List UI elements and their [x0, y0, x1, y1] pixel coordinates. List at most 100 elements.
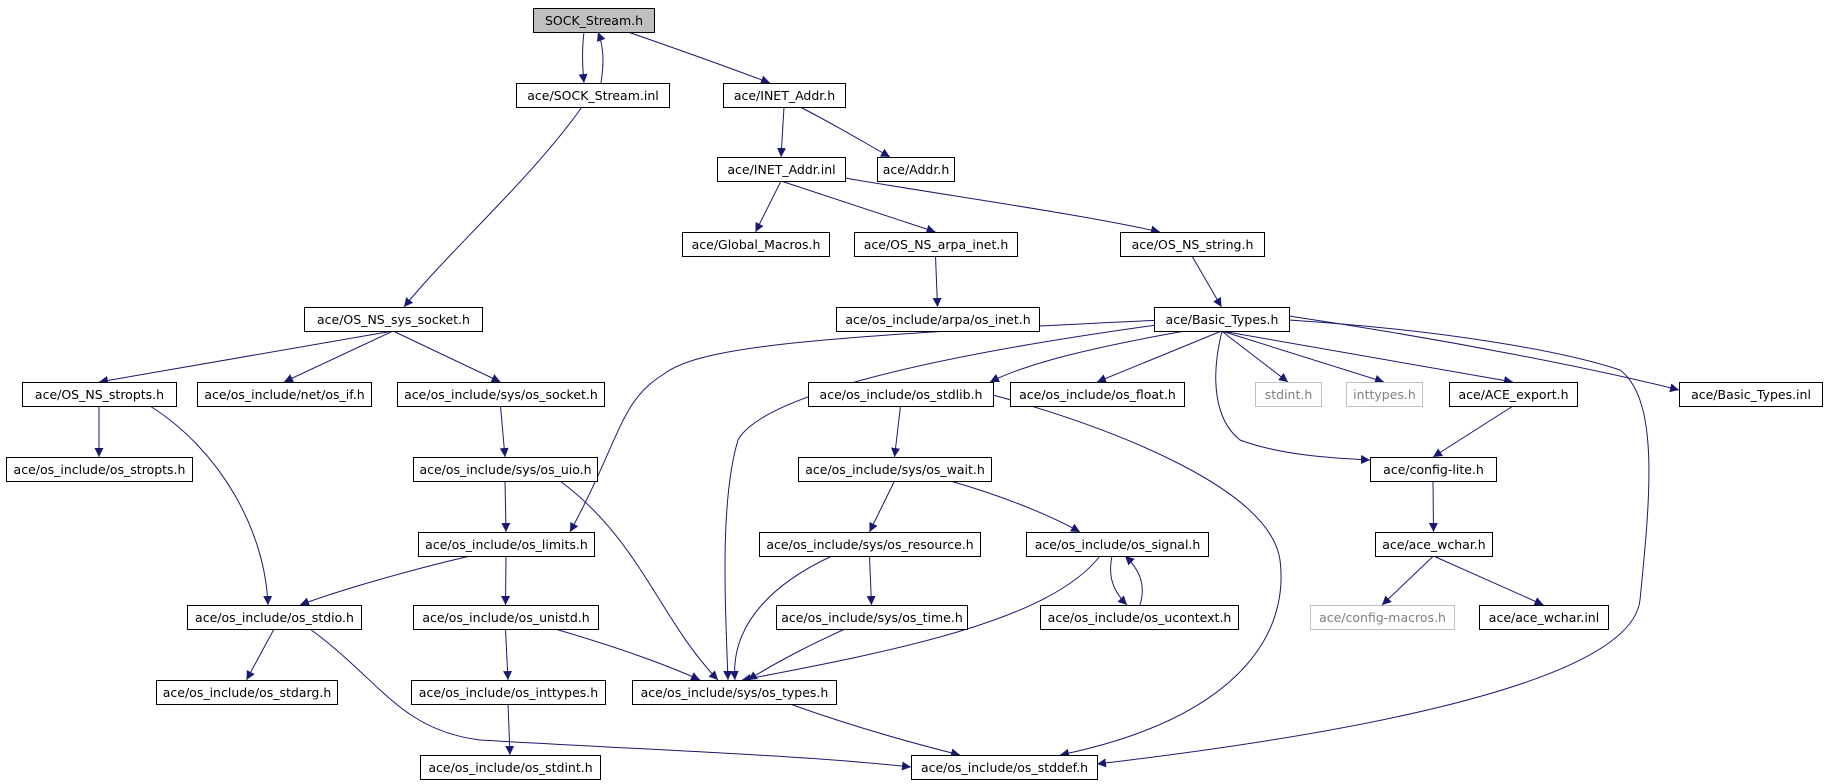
- node-label: ace/os_include/os_limits.h: [425, 537, 588, 552]
- node-os-signal-h[interactable]: ace/os_include/os_signal.h: [1026, 532, 1209, 557]
- node-label: ace/OS_NS_string.h: [1132, 237, 1254, 252]
- node-box: [1154, 307, 1290, 332]
- node-box: [1679, 382, 1823, 407]
- node-box: [717, 157, 846, 182]
- node-label: ace/os_include/net/os_if.h: [204, 387, 364, 402]
- node-label: ace/OS_NS_arpa_inet.h: [864, 237, 1009, 252]
- node-label: ace/os_include/os_stdint.h: [428, 760, 592, 775]
- edge-sock-stream-inl-to-os-ns-sys-socket-h: [403, 106, 583, 308]
- node-label: ace/INET_Addr.h: [734, 88, 835, 103]
- node-basic-types-inl[interactable]: ace/Basic_Types.inl: [1679, 382, 1823, 407]
- node-inet-addr-h[interactable]: ace/INET_Addr.h: [723, 83, 846, 108]
- node-stdint-h: stdint.h: [1255, 382, 1322, 407]
- node-os-stdint-h[interactable]: ace/os_include/os_stdint.h: [420, 755, 601, 780]
- node-box: [1346, 382, 1423, 407]
- node-os-if-h[interactable]: ace/os_include/net/os_if.h: [197, 382, 372, 407]
- node-ace-wchar-h[interactable]: ace/ace_wchar.h: [1375, 532, 1493, 557]
- node-os-float-h[interactable]: ace/os_include/os_float.h: [1010, 382, 1185, 407]
- node-os-ucontext-h[interactable]: ace/os_include/os_ucontext.h: [1040, 605, 1239, 630]
- node-os-stddef-h[interactable]: ace/os_include/os_stddef.h: [911, 755, 1098, 780]
- node-os-stdio-h[interactable]: ace/os_include/os_stdio.h: [187, 605, 362, 630]
- node-box: [1026, 532, 1209, 557]
- node-box: [877, 157, 955, 182]
- node-os-ns-stropts-h[interactable]: ace/OS_NS_stropts.h: [22, 382, 177, 407]
- node-os-limits-h[interactable]: ace/os_include/os_limits.h: [418, 532, 595, 557]
- edge-os-uio-h-to-os-limits-h: [501, 480, 511, 533]
- node-box: [397, 382, 605, 407]
- edge-os-signal-h-to-os-types-h: [741, 555, 1101, 683]
- edge-inet-addr-h-to-addr-h: [799, 106, 891, 158]
- node-os-unistd-h[interactable]: ace/os_include/os_unistd.h: [413, 605, 599, 630]
- node-label: ace/Basic_Types.h: [1166, 312, 1279, 327]
- node-box: [304, 307, 483, 332]
- edge-basic-types-h-to-config-lite-h: [1215, 330, 1371, 465]
- edge-os-ns-sys-socket-h-to-os-ns-stropts-h: [98, 330, 394, 385]
- node-os-types-h[interactable]: ace/os_include/sys/os_types.h: [632, 680, 837, 705]
- node-box: [533, 8, 655, 33]
- edge-ace-wchar-h-to-config-macros-h: [1381, 555, 1434, 606]
- edge-os-ns-arpa-inet-h-to-os-inet-h: [932, 255, 942, 308]
- node-os-ns-arpa-inet-h[interactable]: ace/OS_NS_arpa_inet.h: [854, 232, 1018, 257]
- edge-os-types-h-to-os-stddef-h: [789, 703, 961, 758]
- node-label: ace/os_include/os_ucontext.h: [1048, 610, 1232, 625]
- node-label: ace/os_include/os_float.h: [1019, 387, 1176, 402]
- node-label: stdint.h: [1265, 387, 1313, 402]
- node-os-stdarg-h[interactable]: ace/os_include/os_stdarg.h: [156, 680, 338, 705]
- edge-os-resource-h-to-os-time-h: [866, 555, 876, 606]
- node-os-uio-h[interactable]: ace/os_include/sys/os_uio.h: [413, 457, 598, 482]
- node-label: ace/os_include/os_stddef.h: [921, 760, 1088, 775]
- node-label: ace/ACE_export.h: [1458, 387, 1568, 402]
- node-os-inttypes-h[interactable]: ace/os_include/os_inttypes.h: [411, 680, 606, 705]
- node-label: ace/ace_wchar.inl: [1489, 610, 1599, 625]
- node-ace-wchar-inl[interactable]: ace/ace_wchar.inl: [1479, 605, 1609, 630]
- node-box: [156, 680, 338, 705]
- node-os-resource-h[interactable]: ace/os_include/sys/os_resource.h: [759, 532, 981, 557]
- node-label: ace/os_include/os_stdlib.h: [820, 387, 983, 402]
- node-label: ace/os_include/sys/os_wait.h: [805, 462, 985, 477]
- node-label: ace/INET_Addr.inl: [727, 162, 835, 177]
- node-os-socket-h[interactable]: ace/os_include/sys/os_socket.h: [397, 382, 605, 407]
- edge-os-wait-h-to-os-signal-h: [949, 480, 1081, 533]
- node-inet-addr-inl[interactable]: ace/INET_Addr.inl: [717, 157, 846, 182]
- node-box: [1370, 457, 1497, 482]
- node-box: [22, 382, 177, 407]
- node-inttypes-h: inttypes.h: [1346, 382, 1423, 407]
- node-os-ns-sys-socket-h[interactable]: ace/OS_NS_sys_socket.h: [304, 307, 483, 332]
- node-sock-stream-inl[interactable]: ace/SOCK_Stream.inl: [516, 83, 670, 108]
- edge-inet-addr-inl-to-os-ns-arpa-inet-h: [780, 180, 936, 234]
- edge-os-stdio-h-to-os-stddef-h: [309, 628, 912, 771]
- node-config-lite-h[interactable]: ace/config-lite.h: [1370, 457, 1497, 482]
- edge-os-ns-sys-socket-h-to-os-if-h: [283, 330, 394, 383]
- node-os-stdlib-h[interactable]: ace/os_include/os_stdlib.h: [808, 382, 994, 407]
- node-basic-types-h[interactable]: ace/Basic_Types.h: [1154, 307, 1290, 332]
- node-box: [187, 605, 362, 630]
- edge-os-wait-h-to-os-resource-h: [869, 480, 895, 533]
- node-label: ace/SOCK_Stream.inl: [527, 88, 658, 103]
- edge-basic-types-h-to-os-stddef-h: [1096, 319, 1650, 768]
- edge-os-stdio-h-to-os-stdarg-h: [246, 628, 275, 681]
- node-box: [1375, 532, 1493, 557]
- node-global-macros-h[interactable]: ace/Global_Macros.h: [682, 232, 830, 257]
- edge-inet-addr-inl-to-os-ns-string-h: [844, 177, 1161, 235]
- node-addr-h[interactable]: ace/Addr.h: [877, 157, 955, 182]
- edge-os-stdlib-h-to-os-stddef-h: [992, 394, 1282, 758]
- edge-basic-types-h-to-os-limits-h: [569, 319, 1163, 533]
- node-box: [1040, 605, 1239, 630]
- node-box: [854, 232, 1018, 257]
- node-label: ace/os_include/os_unistd.h: [422, 610, 589, 625]
- edge-os-limits-h-to-os-stdio-h: [299, 555, 471, 607]
- node-os-ns-string-h[interactable]: ace/OS_NS_string.h: [1120, 232, 1265, 257]
- node-os-inet-h[interactable]: ace/os_include/arpa/os_inet.h: [836, 307, 1040, 332]
- edge-os-time-h-to-os-types-h: [747, 628, 846, 681]
- node-os-time-h[interactable]: ace/os_include/sys/os_time.h: [776, 605, 968, 630]
- node-box: [1255, 382, 1322, 407]
- edge-inet-addr-inl-to-global-macros-h: [755, 180, 782, 233]
- node-box: [6, 457, 193, 482]
- node-os-wait-h[interactable]: ace/os_include/sys/os_wait.h: [798, 457, 992, 482]
- node-os-stropts-h[interactable]: ace/os_include/os_stropts.h: [6, 457, 193, 482]
- node-sock-stream-h[interactable]: SOCK_Stream.h: [533, 8, 655, 33]
- node-label: SOCK_Stream.h: [545, 13, 643, 28]
- node-label: ace/os_include/sys/os_time.h: [781, 610, 963, 625]
- node-ace-export-h[interactable]: ace/ACE_export.h: [1449, 382, 1578, 407]
- edge-os-ns-string-h-to-basic-types-h: [1191, 255, 1222, 308]
